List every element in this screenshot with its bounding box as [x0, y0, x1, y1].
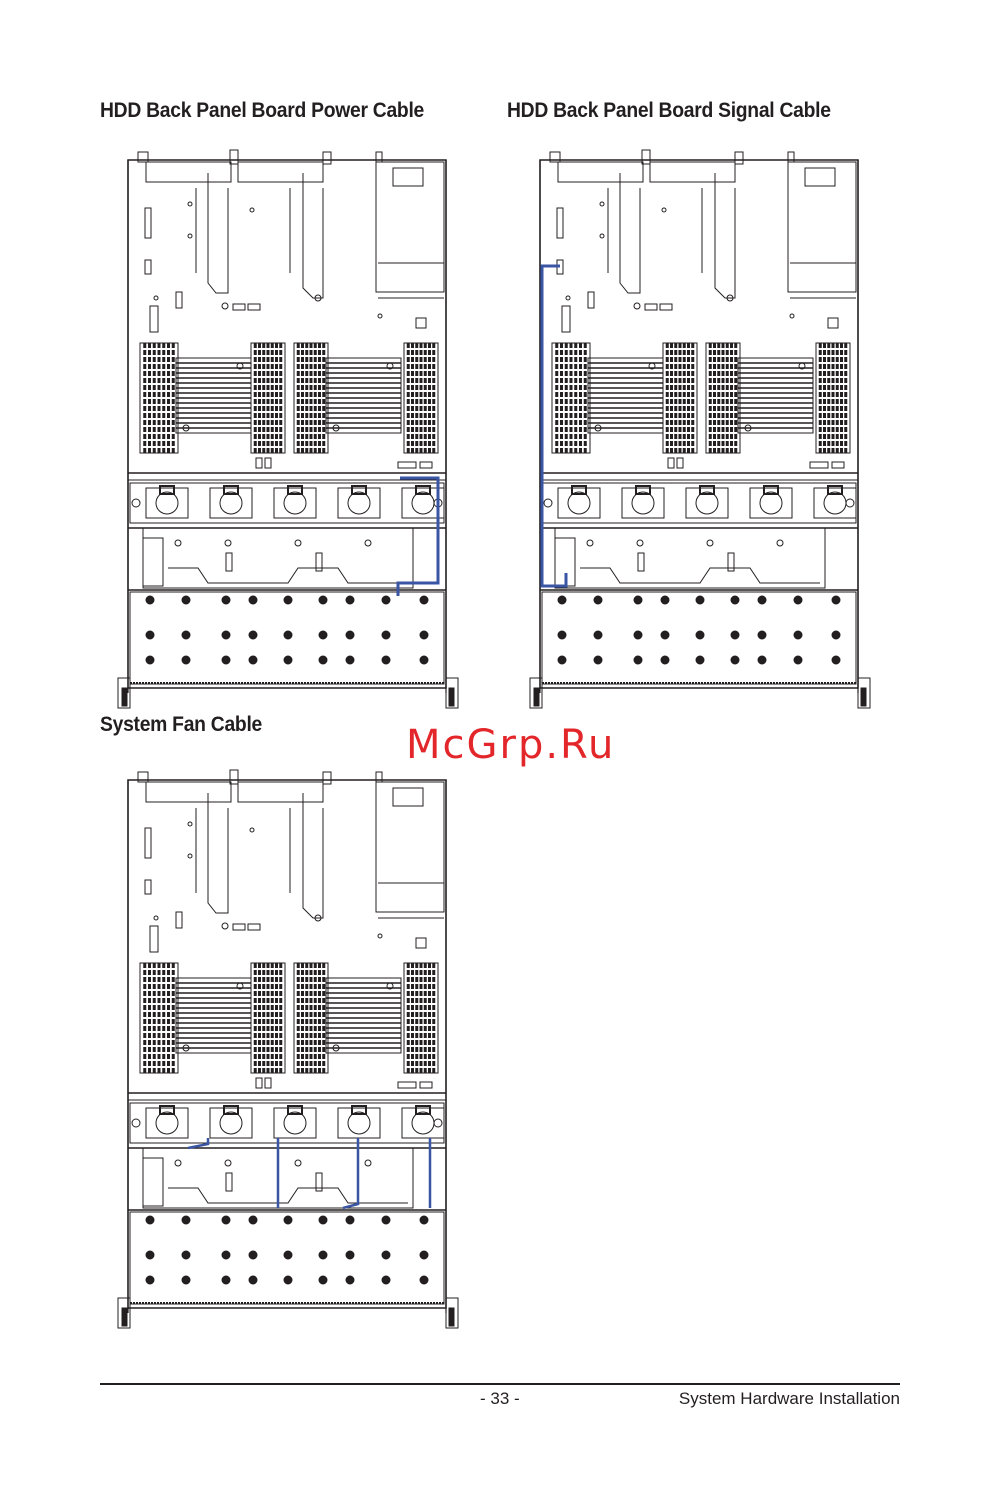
- cpu-heatsink-2: [737, 357, 814, 434]
- system-fan-2: [209, 1107, 253, 1139]
- signal-cable-diagram: [529, 149, 871, 709]
- riser-bracket-middle: [237, 781, 324, 803]
- system-fan-1: [145, 487, 189, 519]
- hdd-power-cable: [396, 476, 440, 596]
- system-fan-1: [145, 1107, 189, 1139]
- system-fan-5: [401, 1107, 445, 1139]
- system-fan-2: [621, 487, 665, 519]
- system-fan-1: [557, 487, 601, 519]
- backplane-connector-block: [142, 537, 164, 587]
- cpu-heatsink-1: [175, 977, 252, 1054]
- psu-bay: [375, 161, 445, 293]
- signal-cable-heading: HDD Back Panel Board Signal Cable: [507, 99, 831, 122]
- psu-bay: [375, 781, 445, 913]
- footer-divider: [100, 1383, 900, 1385]
- chassis-foot-left: [117, 1297, 131, 1329]
- cpu-heatsink-1: [587, 357, 664, 434]
- chassis-foot-right: [445, 677, 459, 709]
- psu-handle: [392, 167, 424, 187]
- fan-cable-1: [187, 1138, 210, 1150]
- psu-handle: [392, 787, 424, 807]
- system-fan-4: [337, 487, 381, 519]
- chassis-foot-right: [857, 677, 871, 709]
- riser-bracket-middle: [649, 161, 736, 183]
- fan-cable-diagram: [117, 769, 459, 1329]
- fan-cable-heading: System Fan Cable: [100, 713, 263, 736]
- system-fan-3: [273, 1107, 317, 1139]
- system-fan-2: [209, 487, 253, 519]
- psu-bay: [787, 161, 857, 293]
- psu-handle: [804, 167, 836, 187]
- hdd-signal-cable: [540, 264, 568, 588]
- chassis-foot-left: [117, 677, 131, 709]
- riser-bracket-middle: [237, 161, 324, 183]
- cpu-heatsink-1: [175, 357, 252, 434]
- chassis-foot-right: [445, 1297, 459, 1329]
- system-fan-3: [685, 487, 729, 519]
- riser-bracket-left: [145, 781, 232, 803]
- power-cable-diagram: [117, 149, 459, 709]
- power-cable-heading: HDD Back Panel Board Power Cable: [100, 99, 425, 122]
- hdd-backplane: [142, 527, 414, 589]
- cpu-heatsink-2: [325, 357, 402, 434]
- page-number: - 33 -: [480, 1389, 520, 1408]
- footer-section-title: System Hardware Installation: [678, 1389, 900, 1408]
- cpu-heatsink-2: [325, 977, 402, 1054]
- system-fan-4: [749, 487, 793, 519]
- riser-bracket-left: [557, 161, 644, 183]
- system-fan-5: [813, 487, 857, 519]
- system-fan-5: [401, 487, 445, 519]
- fan-cable-3: [342, 1138, 360, 1210]
- backplane-connector-block: [142, 1157, 164, 1207]
- hdd-backplane: [554, 527, 826, 589]
- chassis-foot-left: [529, 677, 543, 709]
- riser-bracket-left: [145, 161, 232, 183]
- watermark: McGrp.Ru: [406, 722, 616, 768]
- system-fan-3: [273, 487, 317, 519]
